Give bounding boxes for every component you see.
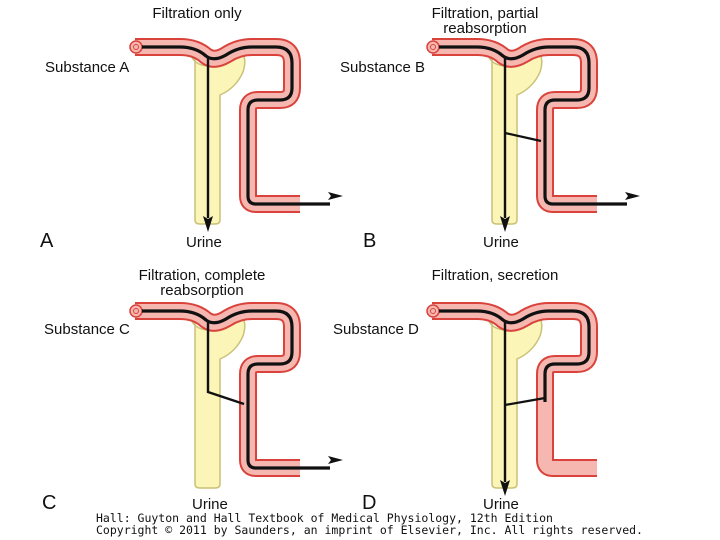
- substance-label: Substance B: [340, 59, 426, 76]
- urine-label: Urine: [192, 496, 228, 513]
- credit-line-1: Hall: Guyton and Hall Textbook of Medica…: [96, 511, 553, 525]
- substance-label: Substance C: [44, 321, 130, 338]
- panel-letter: A: [40, 230, 54, 252]
- arrow-head-icon: [328, 192, 343, 200]
- arrow-head-icon: [625, 192, 640, 200]
- urine-label: Urine: [483, 496, 519, 513]
- substance-label: Substance A: [45, 59, 130, 76]
- panel-letter: C: [42, 492, 57, 514]
- secretion-line: [504, 396, 546, 407]
- panel-title-line: reabsorption: [443, 20, 527, 37]
- panel-title-line: Filtration, partial: [431, 5, 539, 22]
- nephron-diagram: [129, 38, 343, 232]
- panel-title: Filtration, partial reabsorption: [405, 6, 565, 36]
- flow-line: [142, 45, 343, 232]
- panel-letter: D: [362, 492, 377, 514]
- arrow-down-icon: [203, 216, 213, 232]
- panel-title: Filtration only: [117, 6, 277, 21]
- substance-label: Substance D: [333, 321, 419, 338]
- arrow-head-icon: [328, 456, 343, 464]
- arrow-down-icon: [500, 216, 510, 232]
- credit-line-2: Copyright © 2011 by Saunders, an imprint…: [96, 523, 643, 537]
- panel-title-line: Filtration only: [152, 5, 242, 22]
- panel-title-line: reabsorption: [160, 282, 244, 299]
- panel-title-line: Filtration, secretion: [431, 267, 559, 284]
- panel-title: Filtration, complete reabsorption: [117, 268, 287, 298]
- nephron-diagram: [129, 302, 343, 489]
- panel-letter: B: [363, 230, 377, 252]
- reabsorption-line: [504, 131, 542, 143]
- panel-title: Filtration, secretion: [400, 268, 590, 283]
- flow-line: [142, 309, 343, 470]
- urine-label: Urine: [483, 234, 519, 251]
- urine-label: Urine: [186, 234, 222, 251]
- arrow-down-icon: [500, 480, 510, 496]
- flow-line: [439, 309, 591, 496]
- reabsorption-line: [206, 322, 245, 406]
- nephron-diagram: [426, 38, 640, 232]
- panel-title-line: Filtration, complete: [138, 267, 266, 284]
- flow-line: [439, 45, 640, 232]
